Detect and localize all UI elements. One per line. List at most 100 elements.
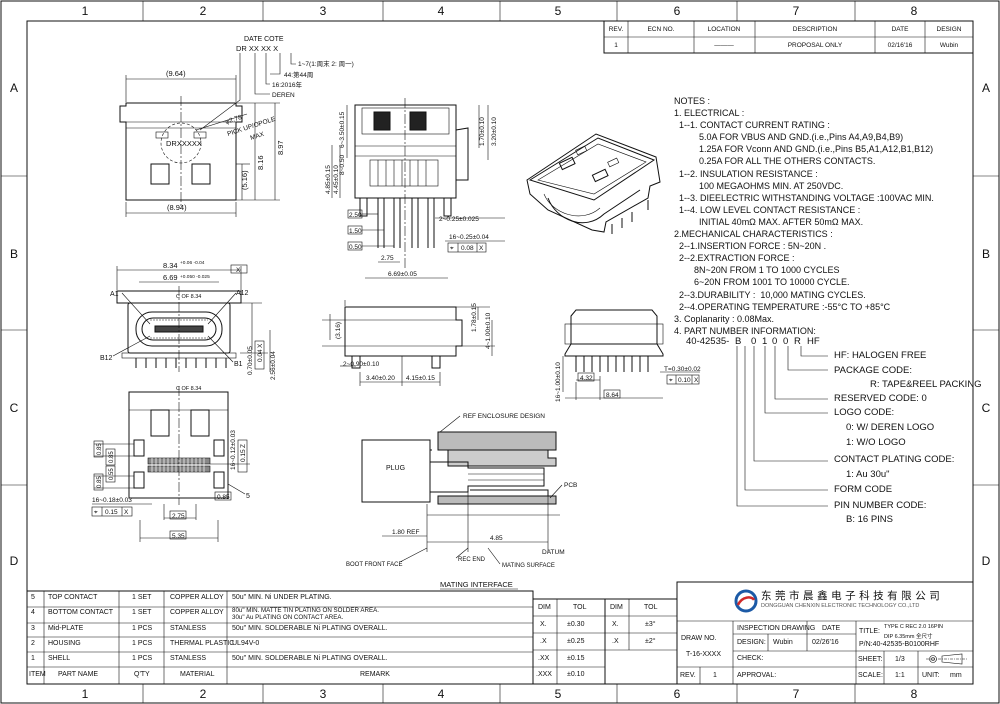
side-2-025: 2~0.25±0.025: [439, 216, 479, 223]
bom-item: 5: [31, 594, 35, 601]
side-tol1-ref: X: [479, 245, 484, 252]
rev-value: 1: [614, 42, 618, 49]
bom-material: COPPER ALLOY: [170, 609, 224, 616]
tol1-tol: ±0.15: [567, 655, 585, 662]
front-669-tol: +0.050 -0.025: [180, 274, 210, 280]
tol1-tol: ±0.30: [567, 621, 585, 628]
design-value: Wubin: [773, 639, 793, 646]
unit-label: UNIT:: [922, 672, 940, 679]
side-050: 0.50: [349, 244, 362, 251]
side-320: 3.20±0.10: [491, 117, 498, 146]
bom-remark: 50u" MIN. SOLDERABLE Ni PLATING OVERALL.: [232, 625, 388, 632]
date-code-2: 44:第44周: [284, 70, 313, 79]
bom-qty: 1 SET: [132, 594, 152, 601]
side-170: 1.70±0.10: [479, 117, 486, 146]
right-tol: 0.10: [678, 377, 691, 384]
col-label-top: 1: [82, 4, 89, 18]
col-label-top: 5: [555, 4, 562, 18]
note-line: 3. Coplanarity : 0.08Max.: [674, 313, 775, 324]
pn-package-r: R: TAPE&REEL PACKING: [870, 379, 982, 390]
plan-4-100: 4~1.00±0.10: [485, 312, 492, 349]
right-thickness: T=0.30±0.02: [664, 366, 701, 373]
position-symbol: ⌖: [94, 509, 98, 516]
note-line: 1--2. INSULATION RESISTANCE :: [674, 168, 818, 179]
pick-up-max: MAX: [249, 131, 265, 142]
position-symbol: ⌖: [450, 245, 454, 252]
date-value: 02/16'16: [888, 42, 913, 49]
side-tol1: 0.08: [461, 245, 474, 252]
title-line-1: TYPE C REC 2.0 16PIN: [884, 624, 943, 630]
col-label-top: 4: [438, 4, 445, 18]
pn-hf: HF: HALOGEN FREE: [834, 350, 927, 361]
date-header: DATE: [892, 26, 910, 33]
plan-2-090: 2~0.90±0.10: [343, 361, 380, 368]
note-line: 1--3. DIEELECTRIC WITHSTANDING VOLTAGE :…: [674, 192, 934, 203]
front-cof: C OF 8.34: [176, 294, 201, 300]
pin-a1-label: A1: [110, 291, 119, 298]
tol1-header: DIM: [538, 604, 551, 611]
pn-plating-1: 1: Au 30u": [846, 469, 890, 480]
col-label-bottom: 2: [200, 687, 207, 701]
note-line: 100 MEGAOHMS MIN. AT 250VDC.: [674, 180, 844, 191]
bom-item: 2: [31, 640, 35, 647]
design-date: 02/26'16: [812, 639, 839, 646]
draw-no: T-16-XXXX: [686, 651, 722, 658]
tol2-tol: ±2°: [645, 638, 656, 645]
design-value: Wubin: [940, 42, 959, 49]
tol1-dim: X.: [540, 621, 547, 628]
bom-item: 3: [31, 625, 35, 632]
pn-char: 0: [772, 336, 778, 347]
date-code-4: DEREN: [272, 92, 295, 99]
bom-material: COPPER ALLOY: [170, 594, 224, 601]
pn-pin: PIN NUMBER CODE:: [834, 500, 927, 511]
unit-value: mm: [950, 672, 962, 679]
col-label-bottom: 1: [82, 687, 89, 701]
col-label-top: 2: [200, 4, 207, 18]
footprint-view: C OF 8.34 16~0.12±0.03 0.15 Z 0.85 0.85 …: [91, 386, 250, 542]
mi-boot-front: BOOT FRONT FACE: [346, 562, 402, 568]
side-485: 4.85±0.15: [325, 165, 332, 194]
pn-char: R: [794, 336, 801, 347]
mi-rec-end: REC END: [458, 557, 486, 563]
note-line: 2--4.OPERATING TEMPERATURE :-55°C TO +85…: [674, 301, 891, 312]
right-16-100: 16~1.00±0.10: [555, 362, 562, 402]
note-line: INITIAL 40mΩ MAX. AFTER 50mΩ MAX.: [674, 216, 864, 227]
note-line: 1--1. CONTACT CURRENT RATING :: [674, 120, 830, 131]
note-line: 1--4. LOW LEVEL CONTACT RESISTANCE :: [674, 204, 861, 215]
bom-material: STANLESS: [170, 655, 207, 662]
plan-178: 1.78±0.15: [471, 303, 478, 332]
note-line: 1.25A FOR Vconn AND GND.(i.e.,Pins B5,A1…: [674, 144, 934, 155]
note-line: 2--3.DURABILITY : 10,000 MATING CYCLES.: [674, 289, 866, 300]
mi-datum: DATUM: [542, 549, 565, 556]
bom-header-material: MATERIAL: [180, 671, 215, 678]
fp-left-1: 0.85: [97, 443, 103, 455]
fp-tol015b: 0.15: [105, 509, 118, 516]
isometric-view: [526, 133, 661, 234]
plan-415: 4.15±0.15: [406, 375, 435, 382]
note-line: 5.0A FOR VBUS AND GND.(i.e.,Pins A4,A9,B…: [674, 132, 904, 143]
right-tol-ref: X: [694, 377, 699, 384]
tol2-dim: X.: [612, 621, 619, 628]
date-code-3: 16:2016年: [272, 80, 302, 89]
location-value: ———: [714, 42, 734, 49]
fp-535: 5.35: [172, 533, 185, 540]
fp-16-012: 16~0.12±0.03: [230, 430, 237, 470]
pn-char: 0: [783, 336, 789, 347]
bom-table: [26, 590, 534, 685]
title-label: TITLE:: [859, 628, 881, 635]
bom-part: SHELL: [48, 655, 71, 662]
design-label: DESIGN:: [737, 639, 766, 646]
col-label-bottom: 8: [911, 687, 918, 701]
front-834: 8.34: [163, 261, 178, 270]
pin-a12-label: A12: [236, 290, 249, 297]
bom-part: Mid-PLATE: [48, 625, 84, 632]
bom-qty: 1 PCS: [132, 655, 153, 662]
note-line: 2--2.EXTRACTION FORCE :: [674, 253, 795, 264]
title-line-2: DIP 6.35mm 全尺寸: [884, 634, 933, 640]
rev-header: REV.: [609, 26, 624, 33]
col-label-bottom: 4: [438, 687, 445, 701]
rev-label: REV.: [680, 672, 696, 679]
bom-header-part: PART NAME: [58, 671, 99, 678]
side-250: 2.50: [349, 212, 362, 219]
